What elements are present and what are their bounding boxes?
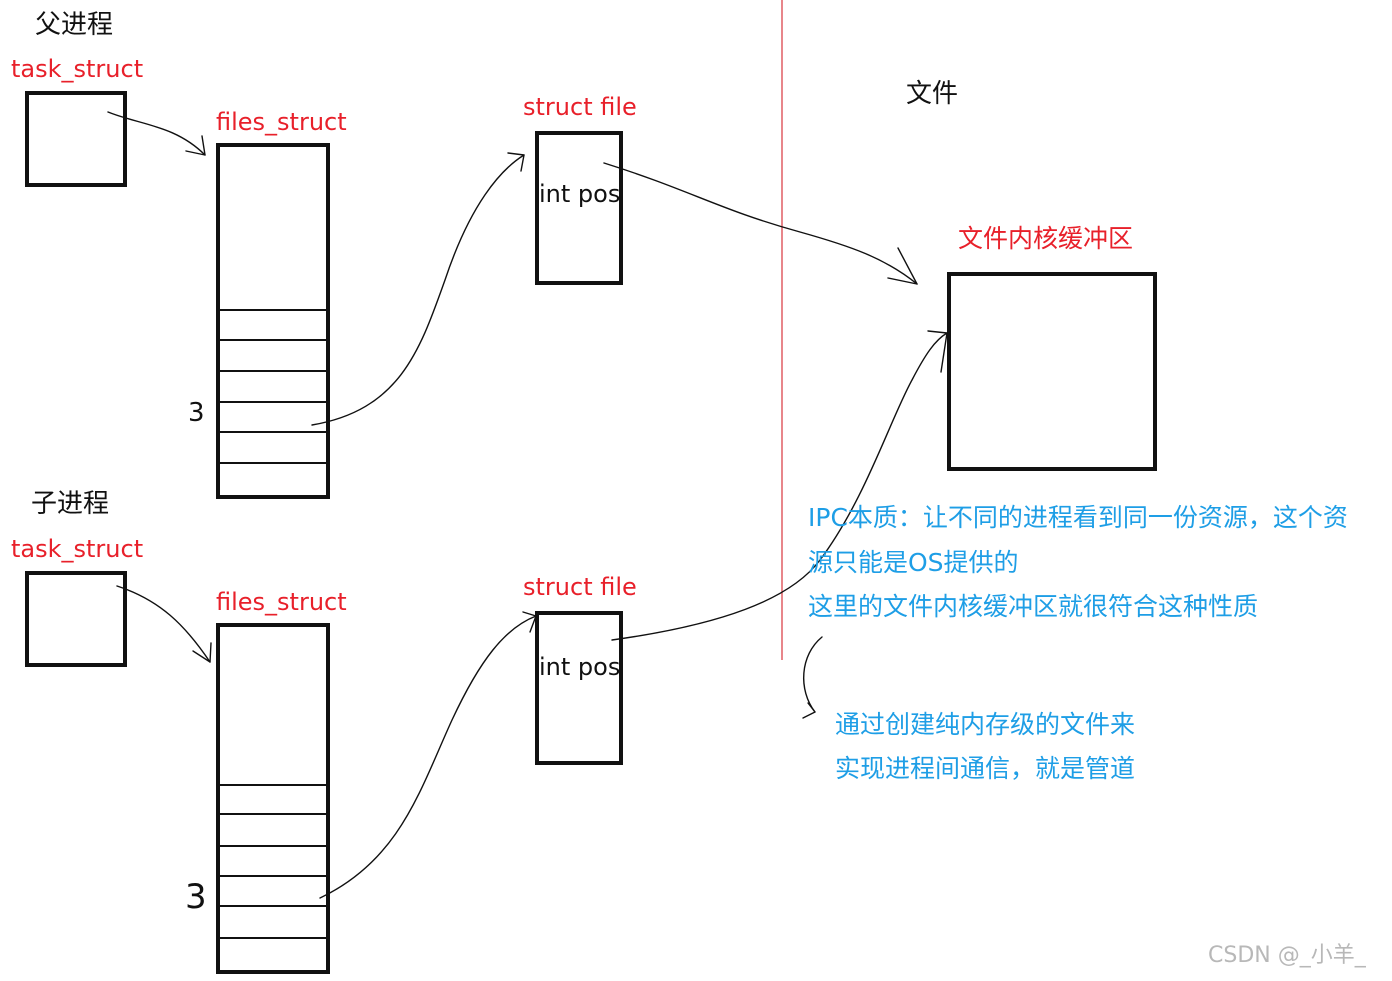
- child-process-title: 子进程: [31, 489, 110, 519]
- arrow-child-task-to-files: [116, 585, 211, 663]
- csdn-watermark: CSDN @_小羊_: [1208, 943, 1366, 968]
- arrowhead-child-fd-to-file: [522, 611, 537, 633]
- arrowhead-parent-file-to-buffer: [887, 247, 918, 285]
- parent-files-struct-table: [216, 143, 330, 499]
- child-struct-file-field: int pos: [539, 653, 621, 681]
- child-task-struct-label: task_struct: [11, 535, 144, 563]
- child-files-struct-label: files_struct: [216, 588, 347, 616]
- child-struct-file-box: [535, 611, 623, 765]
- arrowhead-parent-fd-to-file: [507, 152, 525, 172]
- child-task-struct-box: [25, 571, 127, 667]
- arrow-child-file-to-buffer: [611, 332, 948, 641]
- arrow-parent-file-to-buffer: [603, 162, 918, 285]
- parent-fd-index-label: 3: [188, 398, 205, 428]
- arrow-note-to-pipe: [803, 636, 823, 713]
- arrow-parent-task-to-files: [107, 111, 206, 156]
- kernel-buffer-label: 文件内核缓冲区: [958, 224, 1134, 253]
- parent-process-title: 父进程: [35, 10, 114, 40]
- ipc-note-line-3: 这里的文件内核缓冲区就很符合这种性质: [808, 592, 1259, 621]
- parent-task-struct-box: [25, 91, 127, 187]
- parent-task-struct-label: task_struct: [11, 55, 144, 83]
- pipe-note-line-2: 实现进程间通信，就是管道: [835, 754, 1136, 783]
- pipe-note-line-1: 通过创建纯内存级的文件来: [835, 710, 1136, 739]
- ipc-note-line-1: IPC本质：让不同的进程看到同一份资源，这个资: [808, 503, 1348, 532]
- arrowhead-child-task-to-files: [192, 642, 212, 663]
- arrow-parent-fd-to-file: [311, 154, 525, 426]
- parent-struct-file-box: [535, 131, 623, 285]
- arrowhead-child-file-to-buffer: [927, 330, 948, 373]
- parent-struct-file-field: int pos: [539, 180, 621, 208]
- kernel-buffer-box: [947, 272, 1157, 471]
- arrowhead-parent-task-to-files: [185, 135, 206, 156]
- ipc-note-line-2: 源只能是OS提供的: [808, 548, 1019, 577]
- arrow-child-fd-to-file: [319, 615, 537, 899]
- parent-struct-file-label: struct file: [523, 93, 637, 121]
- child-struct-file-label: struct file: [523, 573, 637, 601]
- child-fd-index-label: 3: [185, 877, 207, 917]
- file-title: 文件: [906, 79, 959, 109]
- arrowhead-note-to-pipe: [802, 702, 816, 719]
- child-files-struct-table: [216, 623, 330, 974]
- parent-files-struct-label: files_struct: [216, 108, 347, 136]
